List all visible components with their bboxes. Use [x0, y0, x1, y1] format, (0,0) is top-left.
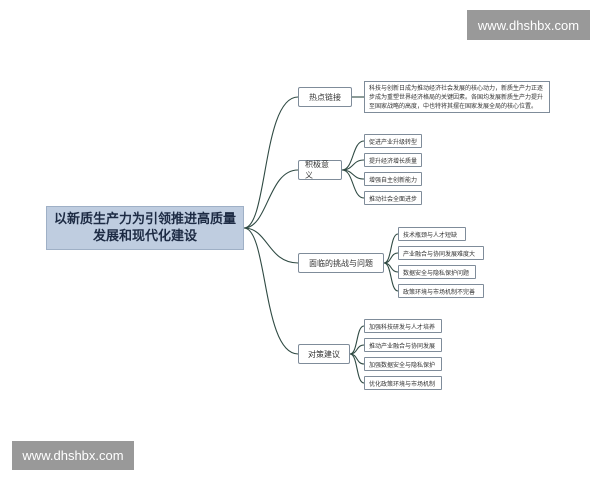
watermark-top: www.dhshbx.com: [467, 10, 590, 40]
connector-branch-4-leaf-1: [349, 325, 365, 355]
leaf-challenge-3[interactable]: 数据安全与隐私保护问题: [398, 265, 476, 279]
connector-root-branch-3: [243, 227, 299, 264]
connector-branch-4-leaf-4: [349, 353, 365, 384]
branch-positive-significance[interactable]: 积极意义: [298, 160, 342, 180]
leaf-challenge-4[interactable]: 政策环境与市场机制不完善: [398, 284, 484, 298]
connector-branch-3-leaf-1: [383, 233, 399, 264]
leaf-challenge-2[interactable]: 产业融合与协同发展难度大: [398, 246, 484, 260]
leaf-measure-1[interactable]: 加强科技研发与人才培养: [364, 319, 442, 333]
leaf-measure-2[interactable]: 推动产业融合与协同发展: [364, 338, 442, 352]
leaf-measure-4[interactable]: 优化政策环境与市场机制: [364, 376, 442, 390]
leaf-significance-1[interactable]: 促进产业升级转型: [364, 134, 422, 148]
hot-link-description: 科技与创新日成为推动经济社会发展的核心动力，新质生产力正逐步成为重塑世界经济格局…: [364, 81, 550, 113]
leaf-measure-3[interactable]: 加强数据安全与隐私保护: [364, 357, 442, 371]
branch-countermeasures[interactable]: 对策建议: [298, 344, 350, 364]
connector-root-branch-1: [243, 96, 299, 229]
connector-branch-2-leaf-1: [341, 140, 365, 171]
leaf-significance-4[interactable]: 推动社会全面进步: [364, 191, 422, 205]
branch-hot-link[interactable]: 热点链接: [298, 87, 352, 107]
watermark-bottom: www.dhshbx.com: [12, 441, 134, 470]
leaf-significance-2[interactable]: 提升经济增长质量: [364, 153, 422, 167]
connector-branch-2-leaf-4: [341, 169, 365, 199]
connector-root-branch-4: [243, 227, 299, 355]
connector-branch-3-leaf-4: [383, 262, 399, 292]
leaf-challenge-1[interactable]: 技术瓶颈与人才短缺: [398, 227, 466, 241]
leaf-significance-3[interactable]: 增强自主创新能力: [364, 172, 422, 186]
branch-challenges[interactable]: 面临的挑战与问题: [298, 253, 384, 273]
connector-root-branch-2: [243, 169, 299, 229]
root-topic[interactable]: 以新质生产力为引领推进高质量发展和现代化建设: [46, 206, 244, 250]
